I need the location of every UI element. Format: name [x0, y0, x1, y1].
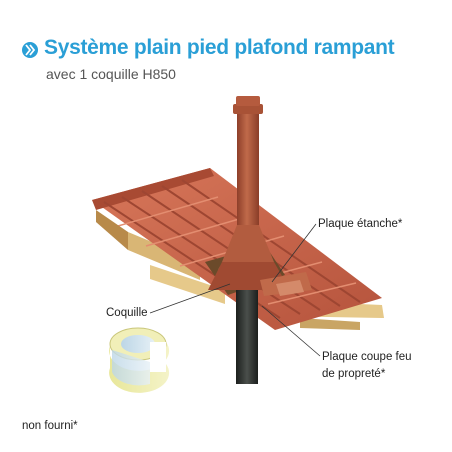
page-subtitle: avec 1 coquille H850 [46, 66, 176, 82]
chimney-stack [208, 96, 312, 296]
title-chevron-icon [22, 40, 38, 56]
page-title: Système plain pied plafond rampant [44, 36, 395, 59]
label-plaque-coupe-feu-line2: de propreté* [322, 368, 386, 380]
title-row: Système plain pied plafond rampant [22, 36, 395, 60]
flashing-plate [276, 280, 304, 296]
coquille-icon [109, 327, 170, 393]
label-plaque-etanche: Plaque étanche* [318, 218, 403, 230]
leader-lines [149, 223, 321, 357]
footnote: non fourni* [22, 420, 78, 432]
label-plaque-coupe-feu-line1: Plaque coupe feu [322, 351, 412, 363]
double-chevron-right-icon [22, 42, 38, 58]
label-coquille: Coquille [106, 307, 148, 319]
flue-pipe [236, 290, 258, 384]
